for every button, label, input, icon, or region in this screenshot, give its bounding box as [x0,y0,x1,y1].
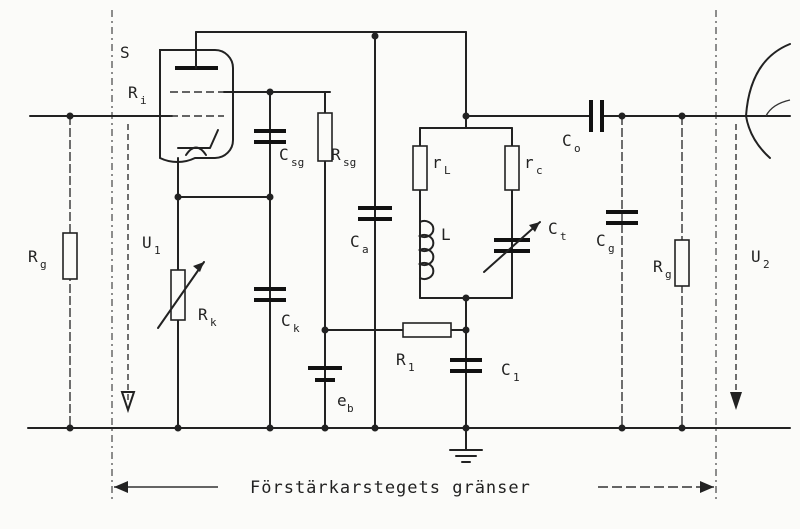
boundary-arrowhead-left [114,481,128,493]
rc-label: r [524,153,534,172]
rk-arrowhead [193,262,204,272]
node-dot [618,424,626,432]
cg-label-sub: g [608,242,615,255]
csg-label: C [279,145,289,164]
cathode-resistor [170,269,186,321]
coil-loss-resistor [412,145,428,191]
rk-variable-arrow [157,261,205,329]
rk-label-sub: k [210,316,217,329]
ct-label: C [548,219,558,238]
u1-label-sub: 1 [154,244,161,257]
eb-label-sub: b [347,402,354,415]
node-dot [462,424,470,432]
ck-label: C [281,311,291,330]
rl-label: r [432,153,442,172]
c1-label: C [501,360,511,379]
node-dot [266,88,274,96]
co-label: C [562,131,572,150]
input-grid-resistor [62,232,78,280]
stage-boundary-caption: Förstärkarstegets gränser [250,478,531,498]
ri-label-sub: i [140,94,147,107]
ca-label: C [350,232,360,251]
rg-output-label: R [653,257,663,276]
rl-label-sub: L [444,164,451,177]
node-dot [66,112,74,120]
next-tube-envelope [744,43,791,159]
u2-arrowhead [730,392,742,410]
rc-label-sub: c [536,164,543,177]
tank-inductor [417,220,435,280]
node-dot [462,326,470,334]
node-dot [371,424,379,432]
ri-label: R [128,83,138,102]
r1-label: R [396,350,406,369]
tube-filament [185,146,207,156]
rg-input-label-sub: g [40,258,47,271]
u1-arrowhead [120,391,136,414]
node-dot [66,424,74,432]
boundary-arrowhead-right [700,481,714,493]
decoupling-resistor [402,322,452,338]
r1-label-sub: 1 [408,361,415,374]
l-label: L [441,225,451,244]
next-tube-grid [765,99,791,117]
node-dot [618,112,626,120]
node-dot [678,424,686,432]
node-dot [266,193,274,201]
coupling-gap [593,110,600,122]
u2-label: U [751,247,761,266]
cg-label: C [596,231,606,250]
output-grid-resistor [674,239,690,287]
u2-label-sub: 2 [763,258,770,271]
rk-label: R [198,305,208,324]
rg-output-label-sub: g [665,268,672,281]
rg-input-label: R [28,247,38,266]
co-label-sub: o [574,142,581,155]
ck-label-sub: k [293,322,300,335]
ct-label-sub: t [560,230,567,243]
tuning-arrowhead [529,222,540,232]
tuning-arrow [483,221,541,273]
tube-cathode [177,129,219,149]
capacitor-loss-resistor [504,145,520,191]
node-dot [266,424,274,432]
node-dot [321,424,329,432]
node-dot [174,424,182,432]
screen-resistor [317,112,333,162]
tube-label: S [120,43,130,62]
rsg-label-sub: sg [343,156,356,169]
rsg-label: R [331,145,341,164]
c1-label-sub: 1 [513,371,520,384]
node-dot [678,112,686,120]
eb-label: e [337,391,347,410]
csg-label-sub: sg [291,156,304,169]
ca-label-sub: a [362,243,369,256]
u1-label: U [142,233,152,252]
